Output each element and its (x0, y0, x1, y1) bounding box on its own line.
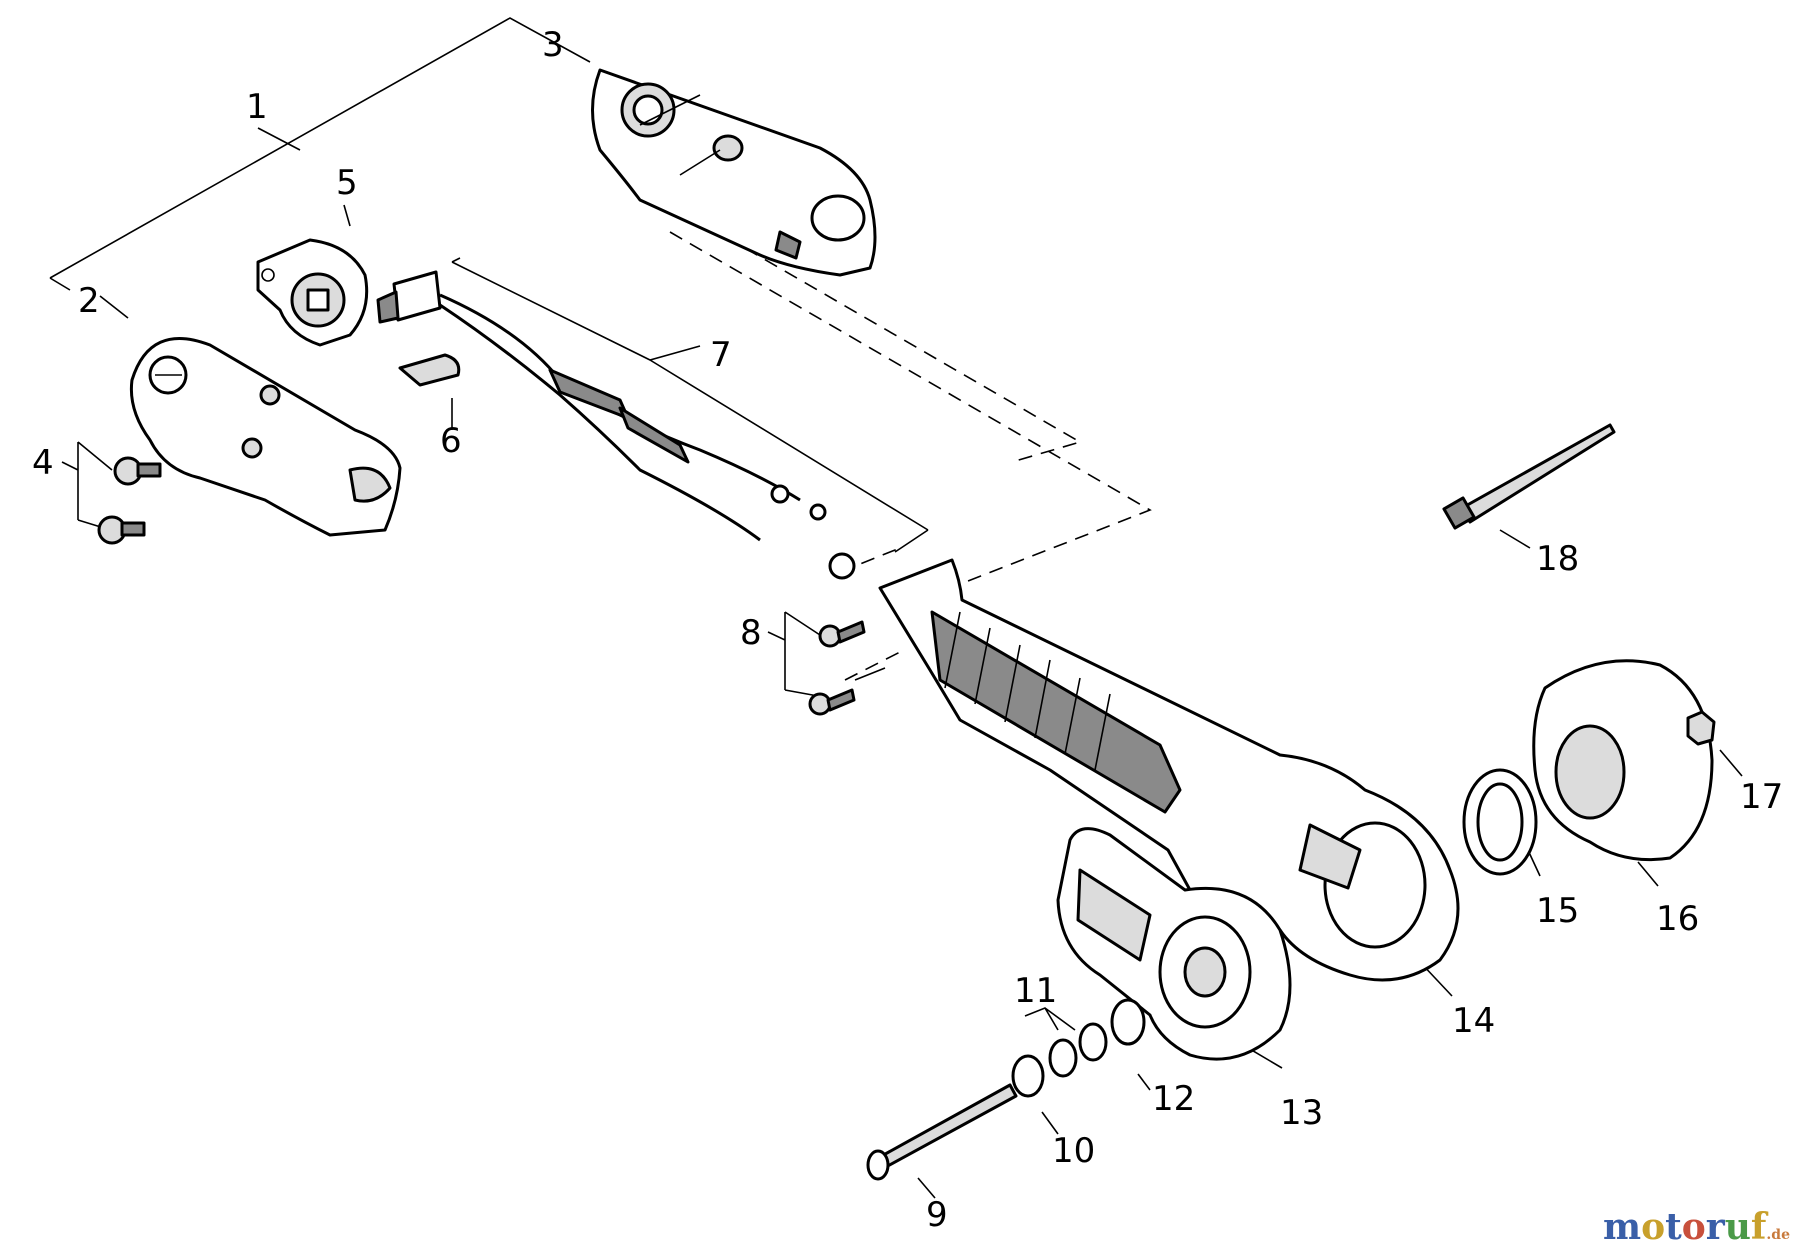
callout-17: 17 (1740, 777, 1783, 817)
connector-and-harness (376, 270, 856, 580)
handle-half-side (129, 336, 402, 537)
screws-4 (97, 456, 162, 545)
callout-10: 10 (1052, 1131, 1095, 1171)
callout-13: 13 (1280, 1093, 1323, 1133)
callout-18: 18 (1536, 539, 1579, 579)
logo-tld: .de (1766, 1227, 1790, 1243)
handle-half-top (591, 68, 877, 277)
callout-7: 7 (710, 335, 732, 375)
switch-unit (256, 238, 369, 347)
logo-letter: o (1681, 1206, 1706, 1248)
leader-lines (49, 17, 1743, 1199)
callout-4: 4 (32, 443, 54, 483)
logo-letter: m (1603, 1206, 1642, 1248)
callout-8: 8 (740, 613, 762, 653)
callout-2: 2 (78, 281, 100, 321)
cable-tie (1442, 423, 1616, 530)
callout-12: 12 (1152, 1079, 1195, 1119)
callout-16: 16 (1656, 899, 1699, 939)
motoruf-logo: motoruf.de (1603, 1206, 1790, 1248)
end-cap-assembly (1462, 659, 1716, 876)
callout-11: 11 (1014, 971, 1057, 1011)
main-handle-grip (878, 558, 1460, 982)
screws-8 (808, 620, 866, 716)
callout-1: 1 (246, 87, 268, 127)
grip-cover (1056, 827, 1292, 1061)
logo-letter: o (1641, 1206, 1666, 1248)
bolt-and-washers (866, 998, 1146, 1181)
callout-9: 9 (926, 1195, 948, 1235)
logo-letters: motoruf (1603, 1206, 1766, 1248)
callout-labels: 1 2 3 4 5 6 7 8 9 10 11 12 13 14 15 16 1… (32, 25, 1783, 1235)
callout-15: 15 (1536, 891, 1579, 931)
callout-6: 6 (440, 421, 462, 461)
logo-letter: u (1724, 1206, 1751, 1248)
logo-letter: f (1750, 1206, 1767, 1248)
callout-5: 5 (336, 163, 358, 203)
logo-letter: t (1665, 1206, 1682, 1248)
callout-3: 3 (542, 25, 564, 65)
logo-letter: r (1705, 1206, 1725, 1248)
callout-14: 14 (1452, 1001, 1495, 1041)
